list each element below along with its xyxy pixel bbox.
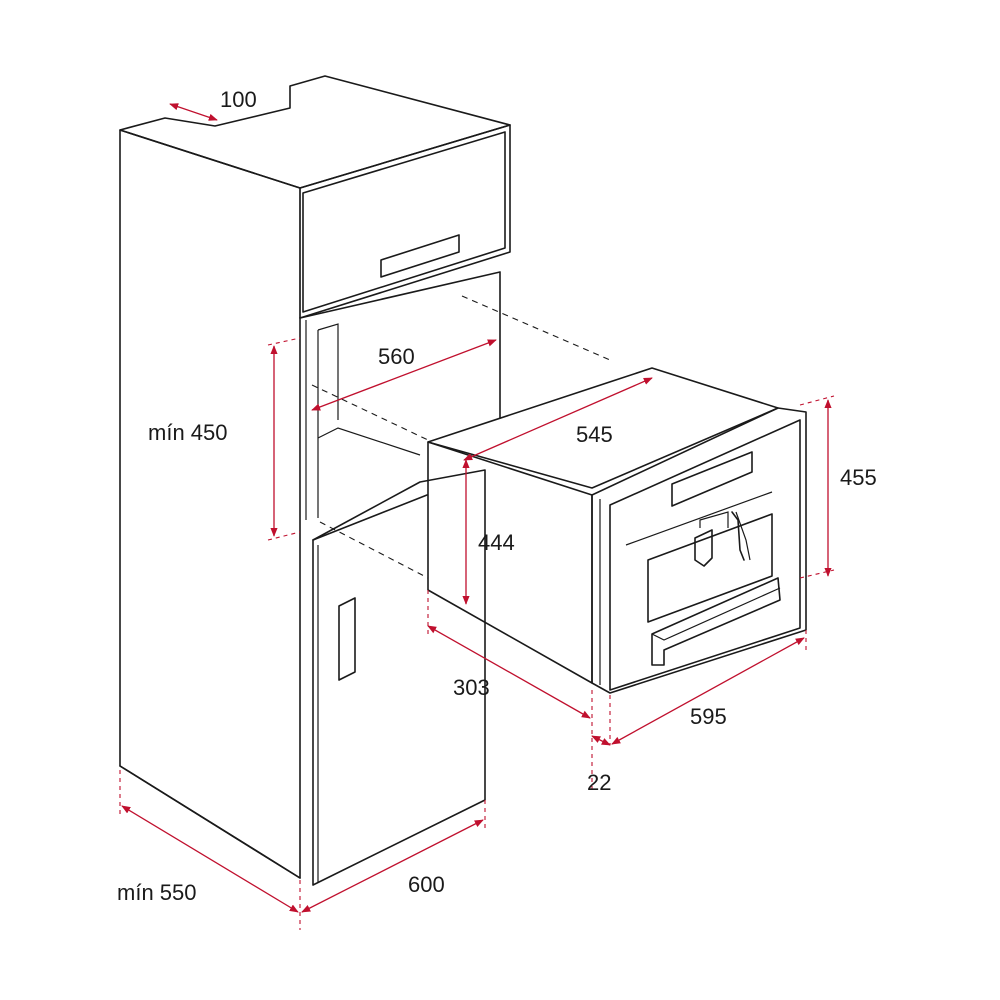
- display-window: [671, 451, 753, 507]
- label-600: 600: [408, 872, 445, 897]
- machine-side: [427, 441, 593, 684]
- niche-inner-top: [317, 323, 339, 420]
- top-drawer: [302, 131, 506, 313]
- label-560: 560: [378, 344, 415, 369]
- label-min-450: mín 450: [148, 420, 228, 445]
- cabinet-left-side: [119, 129, 301, 879]
- niche-shelf: [317, 427, 421, 456]
- door-top: [312, 494, 428, 541]
- label-455: 455: [840, 465, 877, 490]
- dim-600-line: [301, 819, 484, 913]
- spout-neck: [699, 511, 729, 528]
- dim-22-line: [591, 735, 611, 746]
- dim-303-line: [427, 625, 591, 719]
- label-545: 545: [576, 422, 613, 447]
- dispenser-recess: [647, 513, 773, 623]
- label-303: 303: [453, 675, 490, 700]
- projection-lines: [311, 295, 611, 579]
- tall-cabinet: [119, 75, 511, 886]
- niche-outline: [299, 271, 501, 419]
- cabinet-bottom: [119, 765, 301, 879]
- dim-550-line: [121, 805, 299, 913]
- dim-545-line: [463, 377, 653, 461]
- control-strip: [625, 491, 773, 546]
- cabinet-top: [119, 75, 511, 189]
- dimension-labels: 100 560 mín 450 545 455 444 303 595 22 6…: [117, 87, 877, 905]
- label-444: 444: [478, 530, 515, 555]
- dimension-lines: [119, 103, 835, 930]
- steam-wand: [731, 511, 745, 561]
- dim-560-line: [311, 339, 497, 411]
- dim-595-line: [611, 637, 805, 745]
- dim-100-line: [169, 103, 218, 121]
- label-100: 100: [220, 87, 257, 112]
- label-min-550: mín 550: [117, 880, 197, 905]
- coffee-machine: [427, 367, 807, 694]
- drip-tray: [651, 577, 781, 666]
- machine-front-panel: [609, 419, 801, 691]
- label-595: 595: [690, 704, 727, 729]
- steam-wand-2: [735, 511, 751, 561]
- coffee-spout: [694, 529, 713, 567]
- drawer-handle: [380, 234, 460, 278]
- machine-front-bezel: [591, 407, 807, 694]
- label-22: 22: [587, 770, 611, 795]
- cabinet-upper-front: [299, 124, 511, 319]
- door-handle: [338, 597, 356, 681]
